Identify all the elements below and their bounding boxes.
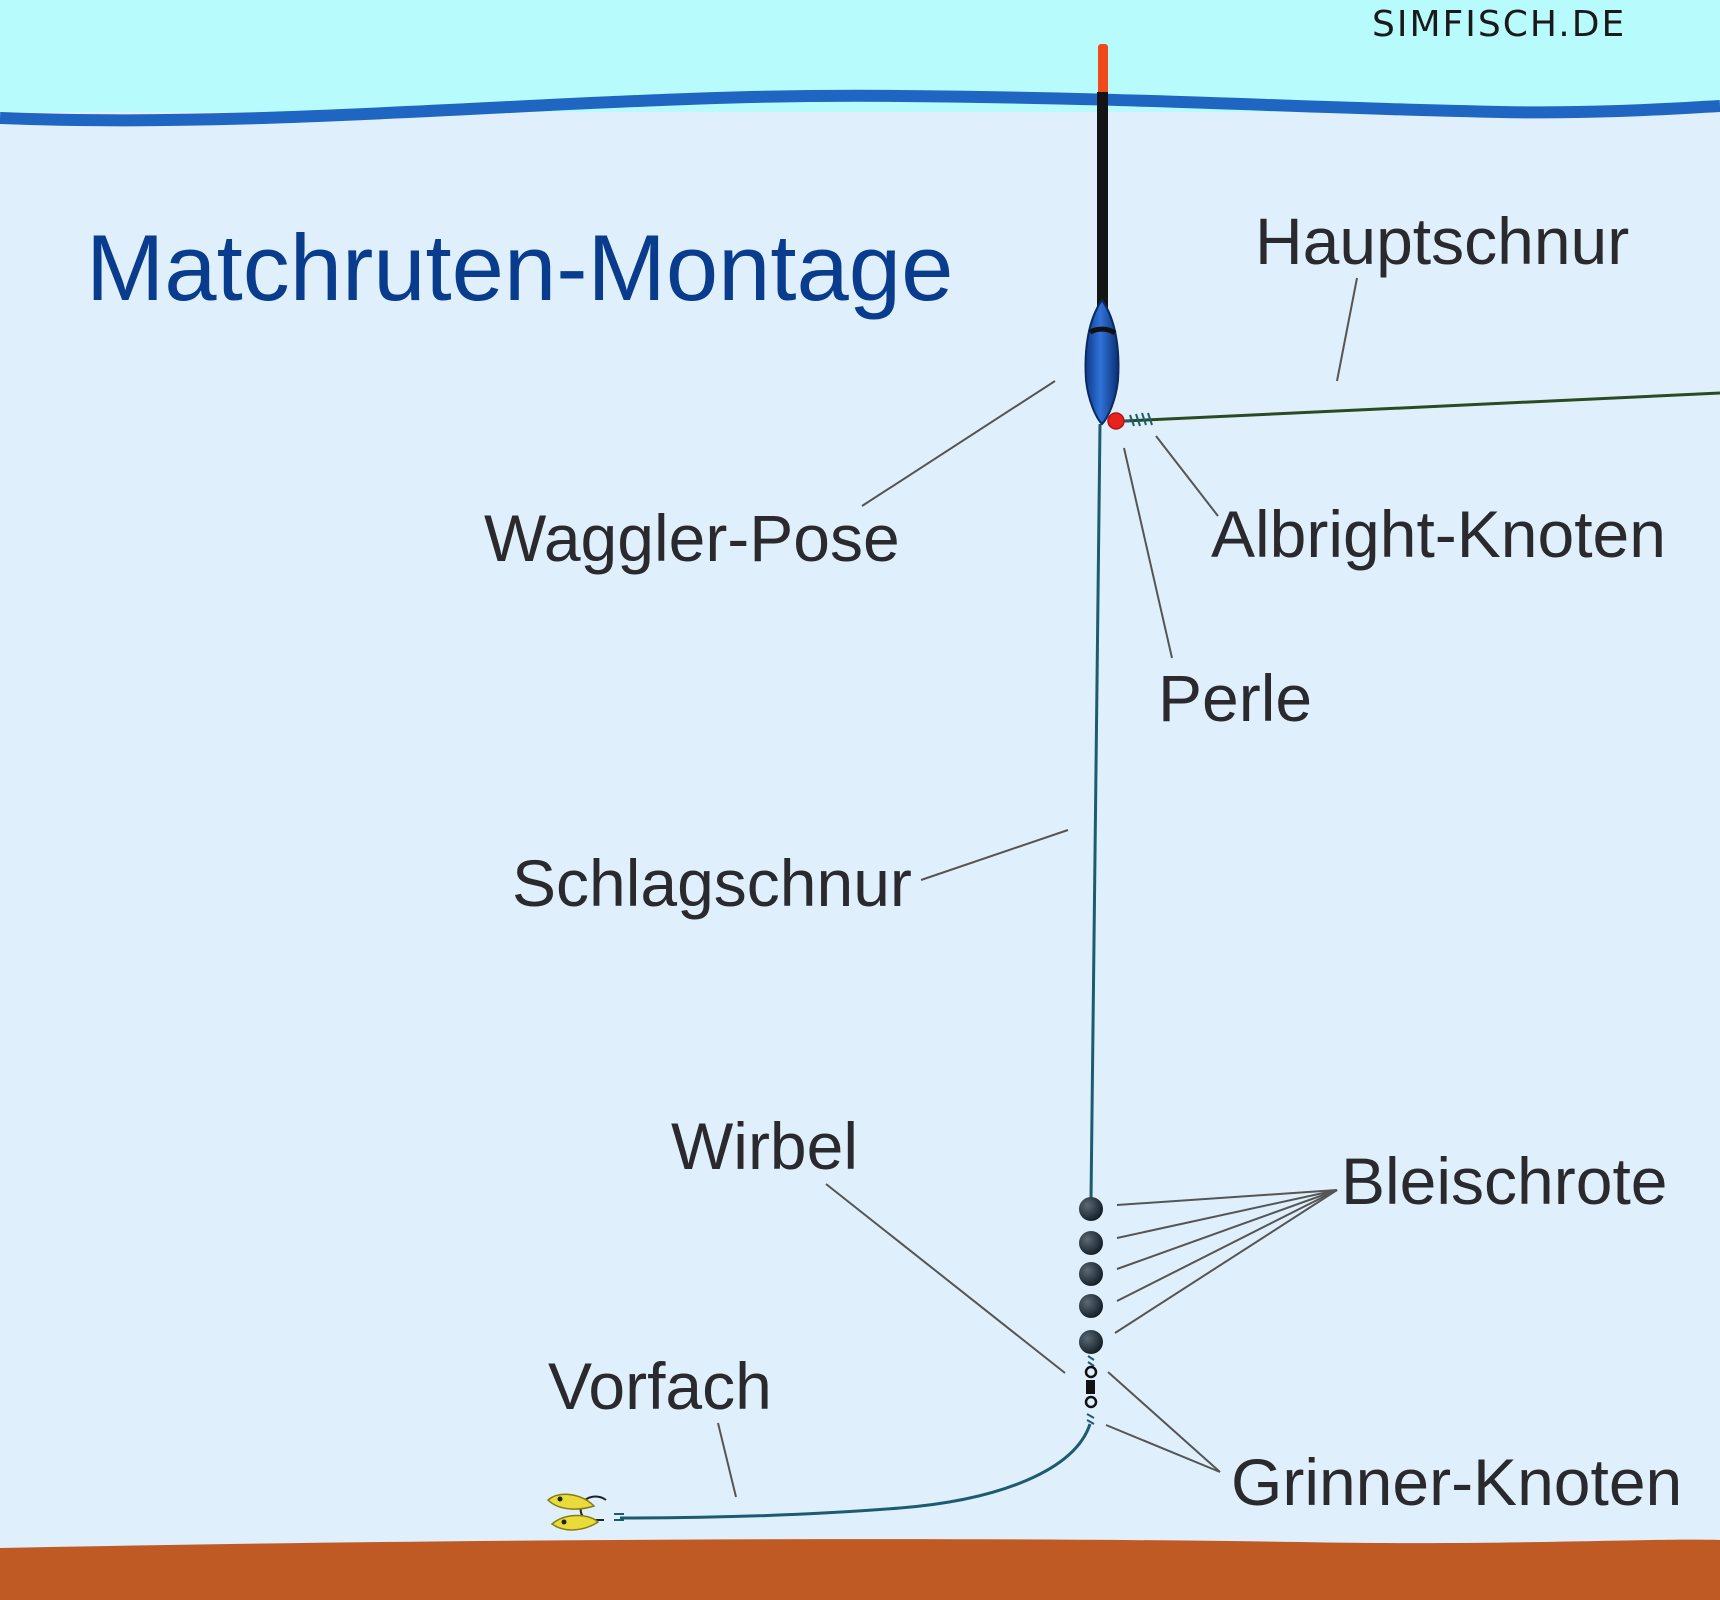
- label-wirbel: Wirbel: [671, 1109, 858, 1183]
- callout-line-perle: [1123, 447, 1173, 659]
- waggler-float: [1084, 44, 1120, 426]
- water-surface-line: [0, 89, 1720, 127]
- label-vorfach: Vorfach: [548, 1349, 772, 1423]
- swivel-ring-top: [1084, 1365, 1098, 1379]
- ground-area: [0, 1539, 1720, 1600]
- label-grinner-knoten: Grinner-Knoten: [1231, 1445, 1682, 1519]
- leader-line: [1089, 423, 1102, 1201]
- hook-knot: [614, 1513, 624, 1521]
- callout-line-waggler-pose: [861, 380, 1056, 507]
- sky-area: [0, 0, 1720, 125]
- label-waggler-pose: Waggler-Pose: [484, 501, 900, 575]
- split-shot: [1079, 1294, 1103, 1318]
- label-bleischrote: Bleischrote: [1341, 1144, 1668, 1218]
- float-band: [1088, 326, 1117, 336]
- float-stem: [1097, 92, 1108, 308]
- albright-knot: [1129, 412, 1153, 427]
- float-tip: [1098, 44, 1108, 96]
- swivel-barrel: [1086, 1380, 1095, 1394]
- water-area: [0, 112, 1720, 1552]
- swivel: [1084, 1355, 1098, 1425]
- label-hauptschnur: Hauptschnur: [1255, 204, 1629, 278]
- split-shots: [1079, 1197, 1103, 1354]
- main-line: [1124, 391, 1720, 423]
- watermark: SIMFISCH.DE: [1372, 4, 1626, 45]
- callout-line-schlagschnur: [920, 829, 1069, 881]
- split-shot: [1079, 1262, 1103, 1286]
- callout-lines-bleischrote: [1114, 1189, 1338, 1334]
- split-shot: [1079, 1330, 1103, 1354]
- hook-with-bait: [546, 1493, 607, 1531]
- grinner-knot-upper: [1087, 1355, 1095, 1367]
- hook-length: [619, 1423, 1092, 1520]
- page-title: Matchruten-Montage: [86, 215, 953, 320]
- callout-line-hauptschnur: [1336, 277, 1358, 382]
- bait-eye: [561, 1519, 567, 1525]
- label-schlagschnur: Schlagschnur: [512, 846, 912, 920]
- bait-eye: [557, 1496, 563, 1502]
- bait-maggot-lower: [550, 1514, 600, 1531]
- callout-lines-grinner-knoten: [1105, 1371, 1221, 1473]
- callout-line-vorfach: [717, 1422, 737, 1498]
- swivel-ring-bottom: [1084, 1395, 1098, 1409]
- grinner-knot-lower: [1086, 1413, 1095, 1425]
- split-shot: [1079, 1197, 1103, 1221]
- label-albright-knoten: Albright-Knoten: [1211, 497, 1666, 571]
- callout-line-albright-knoten: [1155, 435, 1219, 517]
- label-perle: Perle: [1158, 661, 1312, 735]
- callout-line-wirbel: [825, 1183, 1066, 1374]
- bead: [1107, 412, 1125, 430]
- split-shot: [1079, 1231, 1103, 1255]
